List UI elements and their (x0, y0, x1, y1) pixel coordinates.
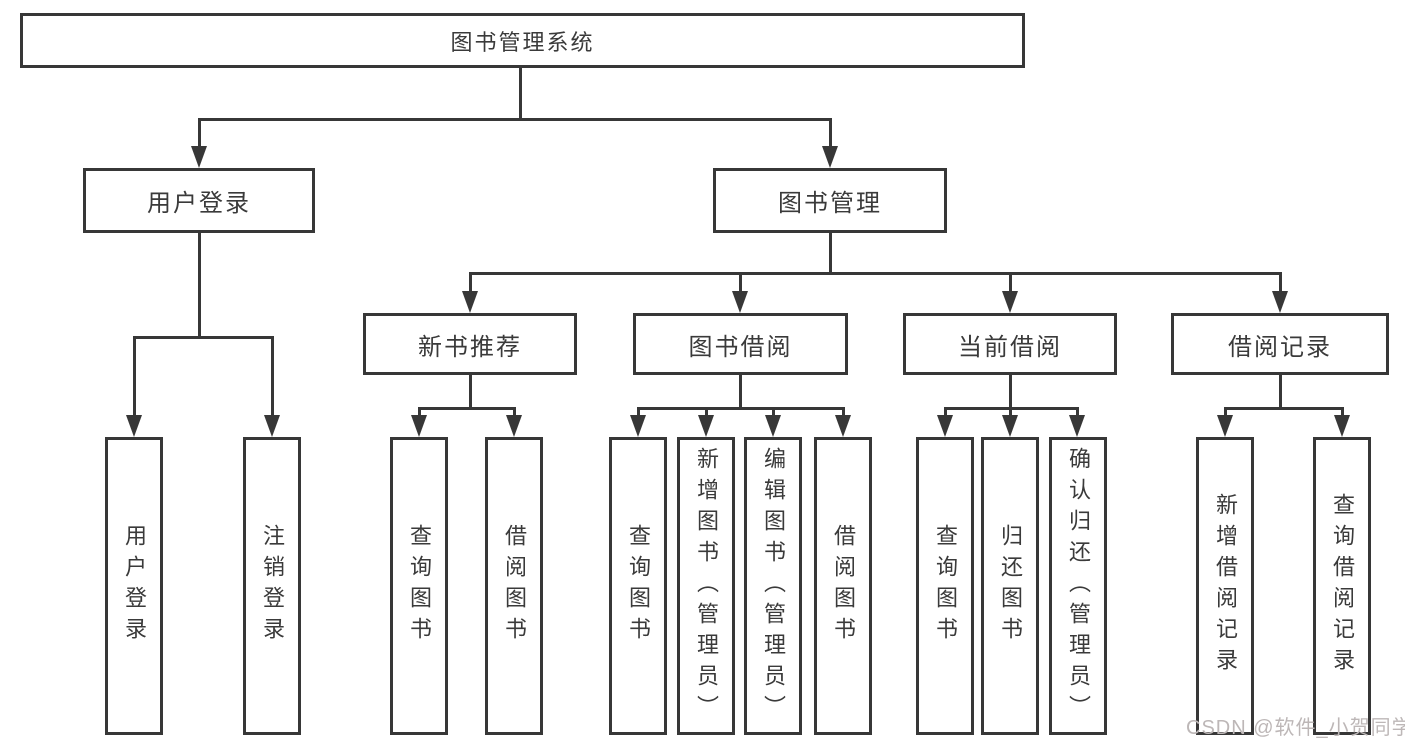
node-current-borrowing: 当前借阅 (903, 313, 1117, 375)
connector-line (513, 407, 516, 418)
arrow-down-icon (1334, 415, 1350, 437)
leaf-edit-books-admin: 编辑图书（管理员） (744, 437, 802, 735)
leaf-borrowing-query-books: 查询图书 (609, 437, 667, 735)
node-root-system: 图书管理系统 (20, 13, 1025, 68)
leaf-current-query-books: 查询图书 (916, 437, 974, 735)
leaf-query-borrow-record: 查询借阅记录 (1313, 437, 1371, 735)
connector-line (198, 233, 201, 338)
connector-line (944, 407, 947, 418)
arrow-down-icon (822, 146, 838, 168)
connector-line (739, 272, 742, 293)
connector-line (1076, 407, 1079, 418)
connector-line (271, 336, 274, 417)
arrow-down-icon (506, 415, 522, 437)
node-user-login-label: 用户登录 (147, 190, 251, 217)
leaf-add-borrow-record: 新增借阅记录 (1196, 437, 1254, 735)
leaf-add-books-admin-label: 新增图书（管理员） (694, 446, 719, 726)
leaf-add-borrow-record-label: 新增借阅记录 (1213, 493, 1238, 679)
arrow-down-icon (462, 291, 478, 313)
connector-line (469, 272, 1281, 275)
arrow-down-icon (835, 415, 851, 437)
arrow-down-icon (630, 415, 646, 437)
connector-line (1009, 375, 1012, 409)
arrow-down-icon (1217, 415, 1233, 437)
connector-line (829, 118, 832, 147)
leaf-borrowing-query-books-label: 查询图书 (626, 524, 651, 648)
connector-line (842, 407, 845, 418)
node-current-borrowing-label: 当前借阅 (958, 333, 1062, 361)
node-book-management: 图书管理 (713, 168, 947, 233)
arrow-down-icon (191, 146, 207, 168)
connector-line (519, 68, 522, 119)
arrow-down-icon (411, 415, 427, 437)
connector-line (637, 407, 640, 418)
leaf-current-query-books-label: 查询图书 (933, 524, 958, 648)
arrow-down-icon (1069, 415, 1085, 437)
connector-line (1279, 375, 1282, 409)
connector-line (637, 407, 844, 410)
connector-line (1224, 407, 1227, 418)
leaf-recommend-borrow-books: 借阅图书 (485, 437, 543, 735)
node-borrowing-records-label: 借阅记录 (1228, 333, 1332, 361)
connector-line (1009, 272, 1012, 293)
node-root-label: 图书管理系统 (450, 29, 595, 55)
connector-line (469, 272, 472, 293)
leaf-borrowing-borrow-books: 借阅图书 (814, 437, 872, 735)
leaf-logout-label: 注销登录 (260, 524, 285, 648)
leaf-return-books: 归还图书 (981, 437, 1039, 735)
watermark-text: CSDN @软件_小贺同学 (1186, 717, 1405, 739)
leaf-user-login-label: 用户登录 (122, 524, 147, 648)
arrow-down-icon (732, 291, 748, 313)
connector-line (1279, 272, 1282, 293)
leaf-confirm-return-admin-label: 确认归还（管理员） (1066, 446, 1091, 726)
connector-line (829, 233, 832, 274)
connector-line (469, 375, 472, 409)
node-borrowing-records: 借阅记录 (1171, 313, 1389, 375)
connector-line (1009, 407, 1012, 418)
connector-line (772, 407, 775, 418)
leaf-return-books-label: 归还图书 (998, 524, 1023, 648)
node-user-login: 用户登录 (83, 168, 315, 233)
connector-line (418, 407, 515, 410)
arrow-down-icon (937, 415, 953, 437)
connector-line (1224, 407, 1343, 410)
leaf-recommend-borrow-books-label: 借阅图书 (502, 524, 527, 648)
leaf-add-books-admin: 新增图书（管理员） (677, 437, 735, 735)
arrow-down-icon (126, 415, 142, 437)
connector-line (739, 375, 742, 409)
connector-line (133, 336, 273, 339)
arrow-down-icon (765, 415, 781, 437)
node-book-borrowing: 图书借阅 (633, 313, 848, 375)
arrow-down-icon (1002, 291, 1018, 313)
leaf-recommend-query-books-label: 查询图书 (407, 524, 432, 648)
connector-line (1341, 407, 1344, 418)
leaf-user-login: 用户登录 (105, 437, 163, 735)
node-book-borrowing-label: 图书借阅 (688, 333, 793, 361)
connector-line (418, 407, 421, 418)
connector-line (705, 407, 708, 418)
leaf-borrowing-borrow-books-label: 借阅图书 (831, 524, 856, 648)
node-new-book-recommend-label: 新书推荐 (418, 333, 522, 361)
leaf-query-borrow-record-label: 查询借阅记录 (1330, 493, 1355, 679)
leaf-recommend-query-books: 查询图书 (390, 437, 448, 735)
arrow-down-icon (1272, 291, 1288, 313)
node-book-management-label: 图书管理 (778, 190, 882, 217)
arrow-down-icon (698, 415, 714, 437)
node-new-book-recommend: 新书推荐 (363, 313, 577, 375)
connector-line (198, 118, 201, 147)
arrow-down-icon (1002, 415, 1018, 437)
leaf-confirm-return-admin: 确认归还（管理员） (1049, 437, 1107, 735)
connector-line (198, 118, 832, 121)
leaf-logout: 注销登录 (243, 437, 301, 735)
leaf-edit-books-admin-label: 编辑图书（管理员） (761, 446, 786, 726)
connector-line (133, 336, 136, 417)
arrow-down-icon (264, 415, 280, 437)
